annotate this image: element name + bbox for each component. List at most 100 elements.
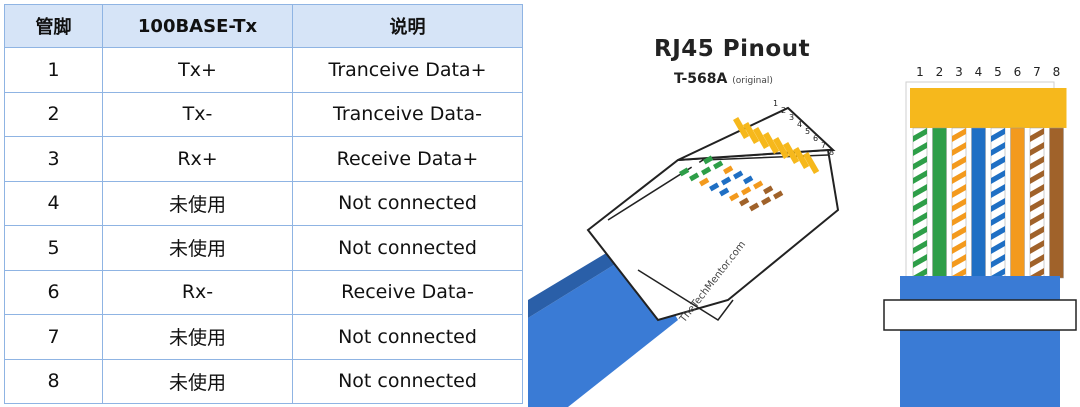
gold-contact [1046, 88, 1067, 128]
plug-contact [803, 152, 820, 175]
wire-stripe [1030, 156, 1044, 170]
plug-wire-segment [731, 181, 742, 191]
pinout-table: 管脚 100BASE-Tx 说明 1 Tx+ Tranceive Data+ 2… [4, 4, 523, 404]
wire-stripe [952, 170, 966, 184]
plug-contact [783, 142, 800, 165]
wire-pin-number: 2 [936, 65, 944, 79]
signal-cell: Tx+ [102, 47, 293, 93]
pin-cell: 7 [4, 314, 103, 360]
wire-stripe [1030, 142, 1044, 156]
plug-wire-segment [723, 165, 734, 175]
table-row: 3 Rx+ Receive Data+ [4, 136, 523, 182]
wire-stripe [952, 254, 966, 268]
plug-contact [763, 132, 780, 155]
plug-pin-number: 1 [773, 99, 778, 108]
pin-cell: 1 [4, 47, 103, 93]
description-cell: Not connected [292, 225, 523, 271]
plug-pin-number: 7 [821, 141, 826, 150]
plug-pin-number: 2 [781, 106, 786, 115]
wire-stripe [913, 212, 927, 226]
plug-wire-segment [761, 196, 772, 206]
header-description: 说明 [292, 4, 523, 48]
gold-contact [1027, 88, 1047, 128]
wire-stripe [913, 142, 927, 156]
wire [971, 127, 986, 279]
figure-title: RJ45 Pinout [654, 36, 811, 62]
cable-body [900, 276, 1060, 407]
pin-cell: 6 [4, 269, 103, 315]
gold-contact [929, 88, 950, 128]
plug-pin-number: 8 [829, 148, 834, 157]
wire-stripe [991, 156, 1005, 170]
wire-stripe [991, 128, 1005, 142]
wire-pin-number: 5 [994, 65, 1002, 79]
plug-wire-segment [701, 166, 712, 176]
plug-wire-segment [689, 172, 700, 182]
wire-stripe [1030, 184, 1044, 198]
wire-stripe [913, 198, 927, 212]
plug-wire-segment [709, 182, 720, 192]
description-cell: Receive Data+ [292, 136, 523, 182]
wire-stripe [1030, 212, 1044, 226]
pin-cell: 3 [4, 136, 103, 182]
pin-cell: 4 [4, 180, 103, 226]
wire-stripe [991, 226, 1005, 240]
gold-contact [949, 88, 969, 128]
description-cell: Tranceive Data- [292, 91, 523, 137]
gold-contact [910, 88, 930, 128]
plug-wire-segment [699, 177, 710, 187]
wire-stripe [952, 184, 966, 198]
signal-cell: Rx- [102, 269, 293, 315]
plug-wire-segment [743, 175, 754, 185]
wire-stripe [952, 128, 966, 142]
wire-stripe [991, 142, 1005, 156]
wire-stripe [952, 142, 966, 156]
signal-cell: Tx- [102, 91, 293, 137]
header-pin: 管脚 [4, 4, 103, 48]
wire-pin-number: 6 [1014, 65, 1022, 79]
plug-wire-segment [749, 202, 760, 212]
table-row: 5 未使用 Not connected [4, 225, 523, 271]
table-row: 8 未使用 Not connected [4, 358, 523, 404]
plug-wire-segment [729, 192, 740, 202]
plug-pin-number: 6 [813, 134, 818, 143]
plug-contact [743, 122, 760, 145]
signal-cell: Rx+ [102, 136, 293, 182]
plug-latch [637, 269, 734, 322]
plug-wire-segment [711, 171, 722, 181]
plug-pin-number: 3 [789, 113, 794, 122]
wire-stripe [952, 198, 966, 212]
wire-pin-number: 7 [1033, 65, 1041, 79]
pin-cell: 2 [4, 91, 103, 137]
wire-stripe [952, 226, 966, 240]
wire-stripe [913, 156, 927, 170]
plug-wire-segment [691, 161, 702, 171]
wire-stripe [913, 254, 927, 268]
plug-contact [733, 117, 750, 140]
table-row: 1 Tx+ Tranceive Data+ [4, 47, 523, 93]
wire-stripe [952, 212, 966, 226]
standard-label: T-568A [674, 71, 728, 87]
wire-pin-number: 3 [955, 65, 963, 79]
wire-stripe [952, 240, 966, 254]
wire-pin-number: 4 [975, 65, 983, 79]
wire [932, 127, 947, 279]
wire-stripe [913, 170, 927, 184]
wire-stripe [1030, 254, 1044, 268]
signal-cell: 未使用 [102, 358, 293, 404]
plug-wire-segment [719, 187, 730, 197]
standard-note: (original) [732, 76, 773, 86]
wire-pin-number: 8 [1053, 65, 1061, 79]
plug-contact [773, 137, 790, 160]
wire [1049, 127, 1064, 279]
plug-pin-number: 5 [805, 127, 810, 136]
pin-cell: 8 [4, 358, 103, 404]
plug-contact [753, 126, 770, 150]
table-header-row: 管脚 100BASE-Tx 说明 [4, 4, 523, 48]
description-cell: Not connected [292, 358, 523, 404]
description-cell: Receive Data- [292, 269, 523, 315]
wire-stripe [1030, 240, 1044, 254]
